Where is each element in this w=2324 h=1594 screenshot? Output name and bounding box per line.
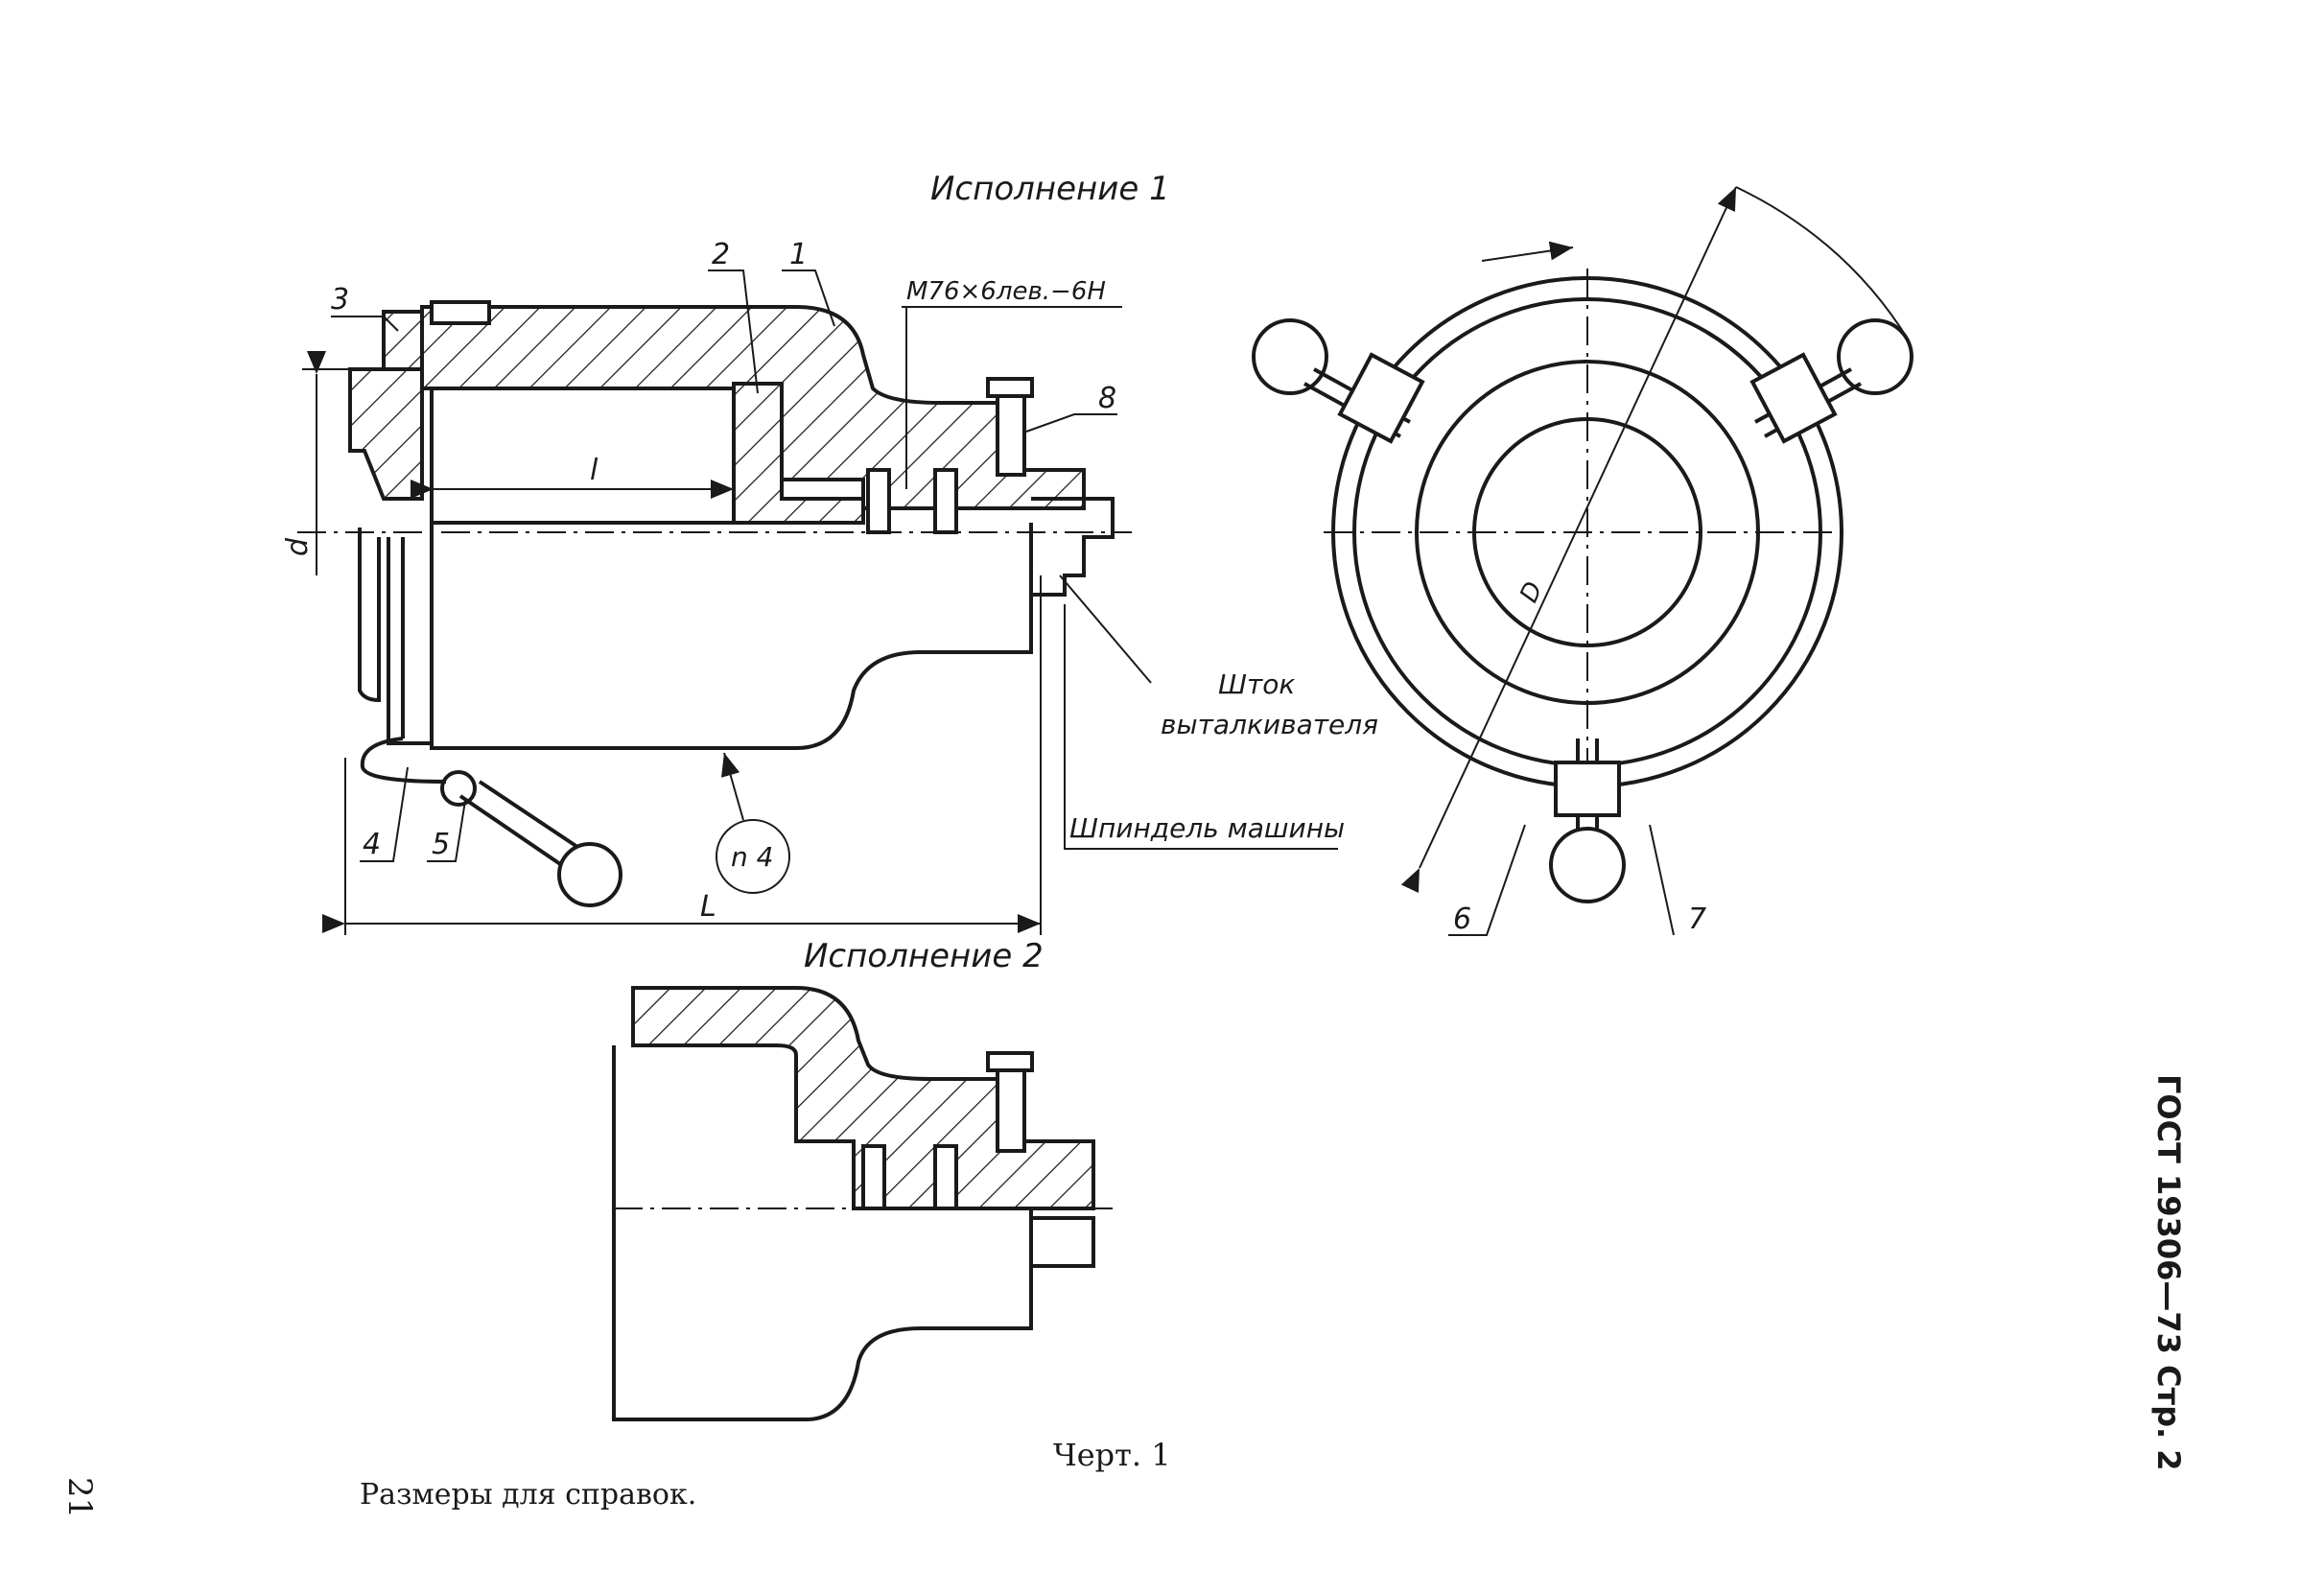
holes-note-circle: [716, 819, 790, 894]
sleeve-section: [732, 382, 865, 525]
stud-right: [933, 468, 958, 534]
leader-8: [1025, 413, 1117, 433]
set-screw-head: [986, 377, 1034, 398]
holes-note: n 4: [731, 841, 773, 873]
leader-5: [427, 800, 466, 862]
leader-4: [360, 766, 409, 862]
clamp-loop-4: [360, 737, 447, 784]
view1-front: [1252, 186, 1913, 936]
spindle2-stub: [1031, 1216, 1095, 1268]
callout-1: 1: [789, 238, 808, 271]
reference-note: Размеры для справок.: [360, 1478, 696, 1512]
lock-tab: [430, 300, 491, 325]
housing2-section: [631, 986, 1095, 1210]
dim-l-label: l: [590, 454, 599, 487]
ejector-label-2: выталкивателя: [1161, 709, 1378, 740]
leader-spindle: [1064, 604, 1338, 850]
figure-caption: Черт. 1: [1053, 1437, 1171, 1473]
stud-left: [866, 468, 891, 534]
callout-3: 3: [331, 283, 349, 316]
view2-title: Исполнение 2: [804, 937, 1044, 975]
standard-header: ГОСТ 19306—73 Стр. 2: [2150, 1074, 2187, 1471]
callout-4: 4: [363, 828, 381, 861]
dim-L-label: L: [700, 890, 716, 924]
lock-part-3: [382, 310, 424, 371]
housing2-lower: [612, 1045, 1033, 1421]
callout-2: 2: [712, 238, 730, 271]
rotation-arrow: [1481, 241, 1574, 262]
ejector-label-1: Шток: [1218, 668, 1295, 700]
lug-ball-left: [1252, 318, 1328, 395]
hinge-bolt-5: [440, 770, 477, 807]
lug-left-block: [1337, 352, 1425, 444]
set-screw-8: [996, 382, 1026, 477]
view1-section: [297, 270, 1338, 935]
rotation-arc: [1735, 186, 1910, 341]
page-number: 21: [60, 1477, 99, 1518]
callout-6: 6: [1453, 902, 1471, 936]
spindle-stub: [1031, 497, 1115, 597]
front-flange-lower: [358, 527, 432, 745]
holes-note-leader: [720, 752, 744, 821]
dim-D-line: [1400, 186, 1737, 893]
thread-spec: M76×6лев.−6H: [906, 277, 1106, 306]
dim-d-label: d: [281, 537, 315, 556]
lug-right-block: [1749, 352, 1838, 444]
leader-7: [1649, 824, 1675, 936]
leader-2: [708, 270, 759, 394]
set-screw2: [996, 1058, 1026, 1153]
view2-section: [612, 986, 1113, 1421]
lug-ball-right: [1837, 318, 1913, 395]
lug-ball-bottom: [1549, 827, 1626, 903]
flange-ring: [348, 367, 424, 501]
leader-6: [1448, 824, 1526, 936]
stud2-right: [933, 1144, 958, 1210]
lever-arm: [458, 780, 582, 870]
callout-5: 5: [432, 828, 450, 861]
callout-8: 8: [1098, 382, 1116, 415]
lever-ball: [557, 842, 622, 907]
spindle-label: Шпиндель машины: [1069, 812, 1345, 844]
leader-thread: [902, 306, 1122, 489]
callout-7: 7: [1688, 902, 1706, 936]
stud2-left: [861, 1144, 886, 1210]
leader-1: [782, 270, 835, 327]
leader-ejector: [1059, 574, 1152, 684]
view1-title: Исполнение 1: [930, 170, 1170, 208]
leader-3: [331, 316, 399, 332]
bore: [430, 387, 736, 525]
lug-bottom-block: [1554, 761, 1621, 817]
housing-lower-outline: [430, 523, 1033, 750]
set-screw2-head: [986, 1051, 1034, 1072]
